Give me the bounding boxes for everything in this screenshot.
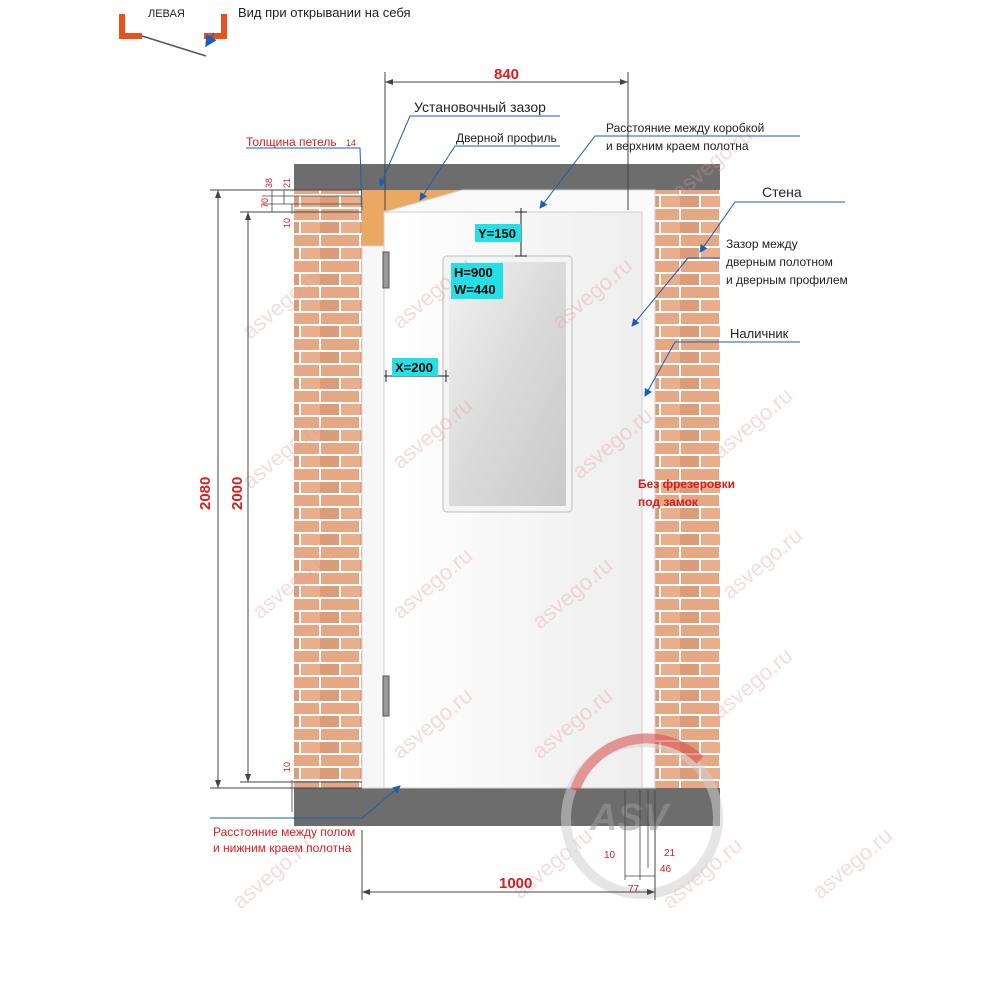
watermark: asvego.ru [707,643,797,724]
dim-top-38: 38 [264,178,274,188]
floor-slab [294,788,720,826]
logo-text: ASV [589,797,671,839]
frame-left-jamb [361,245,385,789]
dim-height-total [210,189,362,789]
label-hinge-thickness-value: 14 [346,138,356,148]
dim-profile-10: 10 [604,850,616,861]
label-door-profile: Дверной профиль [456,131,557,145]
asv-logo: ASV [561,733,723,899]
window-glass [449,262,566,506]
dim-bottom-10: 10 [282,762,292,772]
label-floor-gap-1: Расстояние между полом [213,825,355,839]
window-y-label: Y=150 [478,226,516,241]
view-label: Вид при открывании на себя [238,5,411,20]
wood-profile-left [362,212,384,246]
window-x-label: X=200 [395,360,433,375]
side-label: ЛЕВАЯ [148,8,185,20]
window-y-offset: Y=150 [475,208,527,257]
label-leaf-gap-3: и дверным профилем [726,273,848,287]
brick-wall-right [655,190,720,788]
window-w-label: W=440 [454,282,496,297]
watermark: asvego.ru [717,523,807,604]
dim-profile-46: 46 [660,864,672,875]
label-installation-gap: Установочный зазор [414,99,546,115]
dim-profile-21: 21 [664,848,676,859]
label-leaf-gap-1: Зазор между [726,237,798,251]
brick-wall-left [294,190,362,788]
dim-profile-77: 77 [628,884,640,895]
hinge-bottom [382,675,390,717]
label-no-lock-1: Без фрезеровки [638,477,735,491]
window-h-label: H=900 [454,265,493,280]
dim-height-leaf-label: 2000 [229,477,246,510]
dim-profile [624,790,656,880]
window-hw: H=900 W=440 [451,263,503,299]
wall-top-slab [294,164,720,190]
window-x-offset: X=200 [384,358,449,382]
label-no-lock-2: под замок [638,495,699,509]
dim-top-10: 10 [282,218,292,228]
watermark: asvego.ru [807,823,897,904]
dim-height-total-label: 2080 [197,477,214,510]
wood-profile-top [362,190,462,212]
dim-width-leaf [384,72,629,210]
dim-top-21: 21 [282,178,292,188]
label-floor-gap-2: и нижним краем полотна [213,841,352,855]
dim-top-70: 70 [260,198,270,208]
label-leaf-gap-2: дверным полотном [726,255,833,269]
dim-height-leaf [240,211,362,783]
label-wall: Стена [762,184,802,200]
left-door-icon [119,14,227,57]
label-frame-gap-2: и верхним краем полотна [606,139,749,153]
dim-width-total-label: 1000 [499,875,532,892]
hinge-top [382,251,390,289]
callout-lines [210,115,845,819]
dim-top-small [262,190,362,214]
label-casing: Наличник [730,326,789,341]
watermark: asvego.ru [707,383,797,464]
dim-width-leaf-label: 840 [494,66,519,83]
label-hinge-thickness: Толщина петель [246,135,337,149]
label-frame-gap-1: Расстояние между коробкой [606,121,764,135]
